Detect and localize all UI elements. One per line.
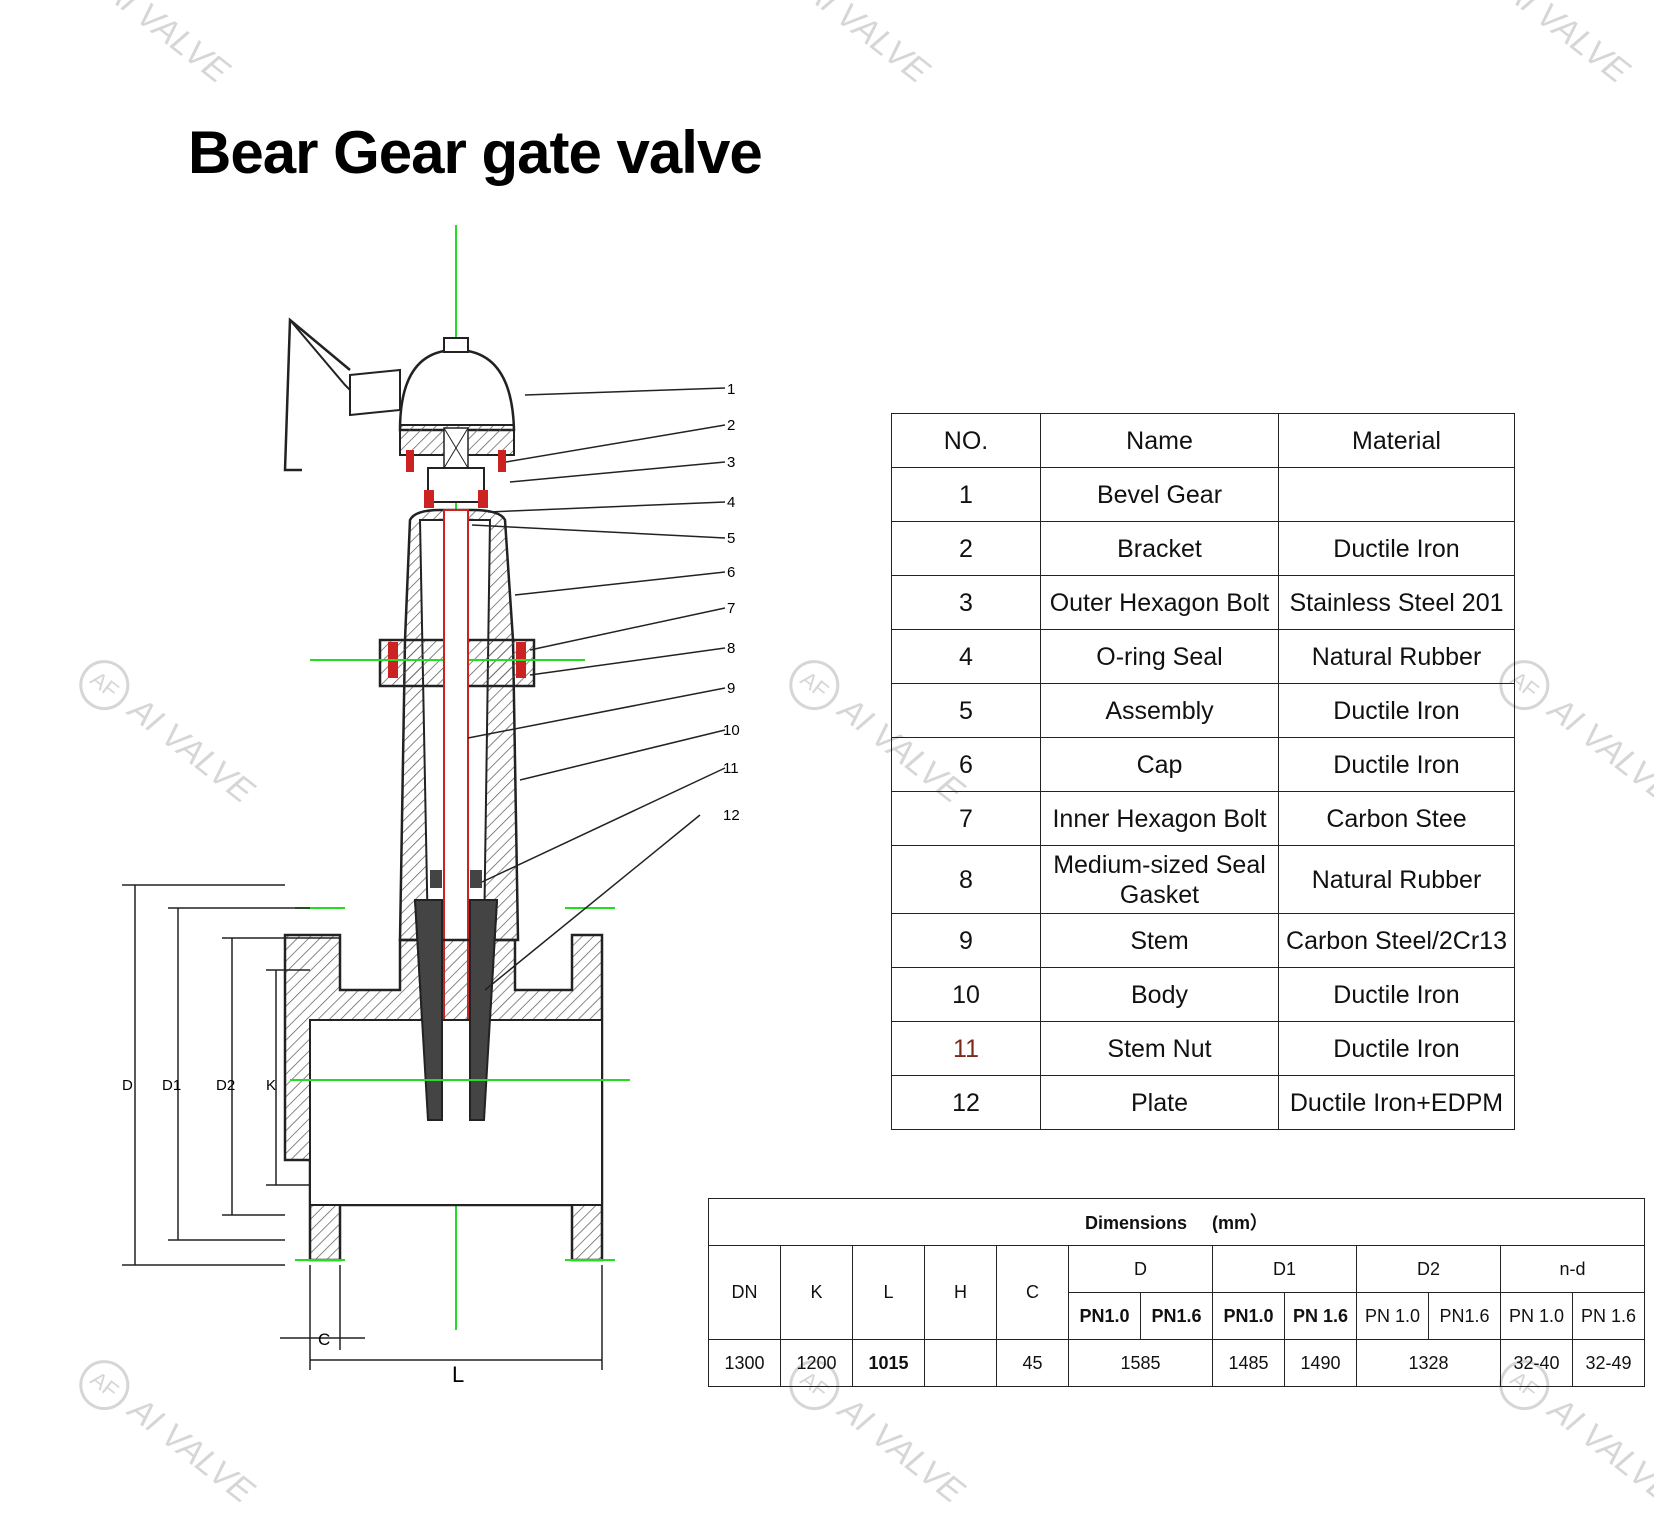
callout-6: 6	[727, 564, 735, 581]
watermark: AI VALVE	[796, 0, 937, 91]
val-d: 1585	[1068, 1339, 1213, 1387]
callout-9: 9	[727, 680, 735, 697]
valve-section-drawing: D D1 D2 K C L 1 2 3 4 5 6 7 8 9 10 11 12	[122, 225, 740, 1387]
val-d1-pn16: 1490	[1284, 1339, 1357, 1387]
col-dn: DN	[708, 1245, 781, 1340]
sub-header: PN 1.6	[1284, 1292, 1357, 1340]
callout-1: 1	[727, 381, 735, 398]
dim-label-D1: D1	[162, 1077, 181, 1094]
sub-header: PN1.6	[1428, 1292, 1501, 1340]
val-d2: 1328	[1356, 1339, 1501, 1387]
group-d1: D1	[1212, 1245, 1357, 1293]
col-k: K	[780, 1245, 853, 1340]
handwheel	[283, 317, 351, 472]
sub-header: PN1.6	[1140, 1292, 1213, 1340]
group-nd: n-d	[1500, 1245, 1645, 1293]
dim-label-D: D	[122, 1077, 133, 1094]
val-h	[924, 1339, 997, 1387]
parts-header-row: NO. Name Material	[891, 413, 1515, 468]
dim-label-K: K	[266, 1077, 276, 1094]
table-row: 1300 1200 1015 45 1585 1485 1490 1328 32…	[708, 1339, 1645, 1387]
header-name: Name	[1040, 413, 1279, 468]
sub-header: PN1.0	[1068, 1292, 1141, 1340]
sub-header: PN1.0	[1212, 1292, 1285, 1340]
val-d1-pn10: 1485	[1212, 1339, 1285, 1387]
sub-header: PN 1.0	[1356, 1292, 1429, 1340]
val-l: 1015	[852, 1339, 925, 1387]
group-d2: D2	[1356, 1245, 1501, 1293]
callout-11: 11	[723, 760, 739, 777]
callout-12: 12	[723, 807, 740, 824]
bevel-gear-housing	[398, 348, 516, 432]
callout-8: 8	[727, 640, 735, 657]
watermark: AI VALVE	[1496, 0, 1637, 91]
dimensions-table: Dimensions (mm） DN K L H C D D1 D2 n-d P…	[708, 1198, 1645, 1387]
dim-label-C: C	[318, 1330, 330, 1349]
col-h: H	[924, 1245, 997, 1340]
watermark: AI VALVE	[96, 0, 237, 91]
col-c: C	[996, 1245, 1069, 1340]
callout-2: 2	[727, 417, 735, 434]
callout-4: 4	[727, 494, 735, 511]
header-no: NO.	[891, 413, 1041, 468]
page-title: Bear Gear gate valve	[188, 119, 763, 186]
val-nd-pn16: 32-49	[1572, 1339, 1645, 1387]
sub-header: PN 1.6	[1572, 1292, 1645, 1340]
group-d: D	[1068, 1245, 1213, 1293]
callout-7: 7	[727, 600, 735, 617]
dim-label-D2: D2	[216, 1077, 235, 1094]
val-nd-pn10: 32-40	[1500, 1339, 1573, 1387]
callout-5: 5	[727, 530, 735, 547]
sub-header: PN 1.0	[1500, 1292, 1573, 1340]
dim-label-L: L	[452, 1362, 464, 1387]
header-material: Material	[1278, 413, 1515, 468]
dimensions-title: Dimensions (mm）	[708, 1198, 1645, 1246]
val-c: 45	[996, 1339, 1069, 1387]
col-l: L	[852, 1245, 925, 1340]
callout-3: 3	[727, 454, 735, 471]
callout-10: 10	[723, 722, 740, 739]
val-dn: 1300	[708, 1339, 781, 1387]
val-k: 1200	[780, 1339, 853, 1387]
